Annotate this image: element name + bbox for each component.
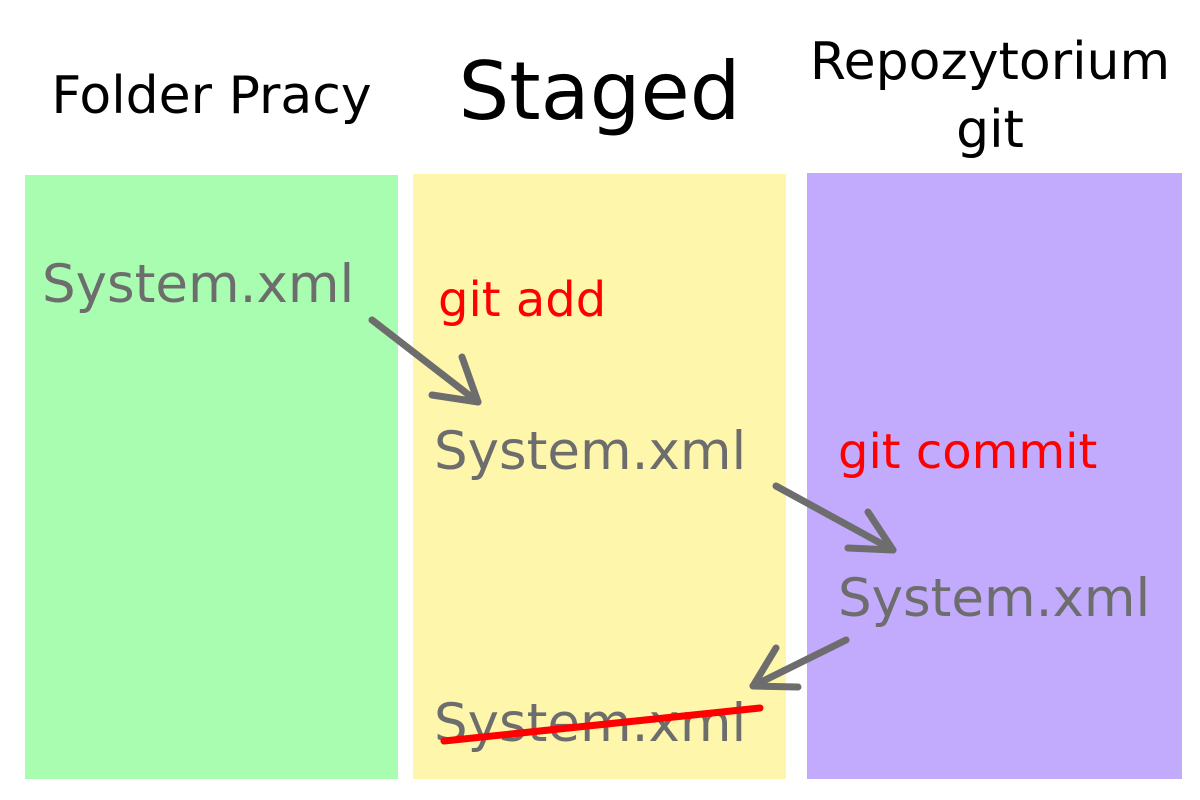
git-repository-heading: Repozytorium git <box>809 32 1171 160</box>
working-folder-column <box>25 175 398 779</box>
working-file-label: System.xml <box>42 254 355 315</box>
git-commit-label: git commit <box>838 424 1098 480</box>
staged-column <box>413 174 786 779</box>
git-repository-column <box>807 173 1182 779</box>
git-add-label: git add <box>438 272 607 328</box>
repo-file-label: System.xml <box>838 568 1151 629</box>
staged-removed-file-label: System.xml <box>434 693 747 754</box>
working-folder-heading: Folder Pracy <box>51 66 372 126</box>
staged-heading: Staged <box>458 45 741 138</box>
staged-file-label: System.xml <box>434 421 747 482</box>
